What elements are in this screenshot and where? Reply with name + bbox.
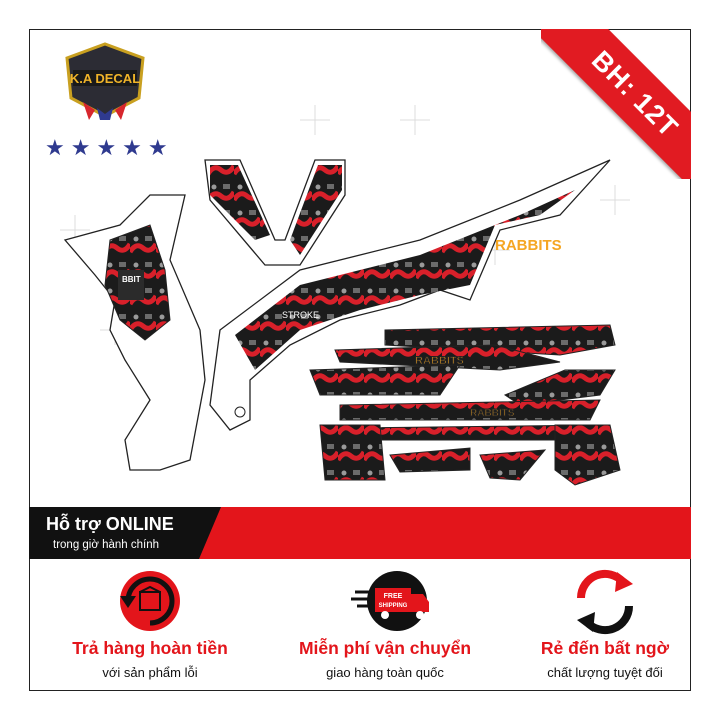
free-shipping-truck-icon: FREE SHIPPING (351, 571, 429, 631)
decal-brand-text: RABBITS (495, 237, 562, 254)
main-side-panel: RABBITS STROKE (209, 159, 611, 431)
svg-text:RABBITS: RABBITS (415, 355, 464, 367)
support-subtitle: trong giờ hành chính (53, 539, 160, 551)
feature-price-subtitle: chất lượng tuyệt đối (547, 665, 663, 680)
refresh-arrows-icon (576, 569, 634, 635)
feature-shipping-title: Miễn phí vận chuyển (298, 638, 472, 658)
feature-price-title: Rẻ đến bất ngờ (540, 638, 670, 658)
ribbon-text: BH: 12T (585, 44, 685, 144)
decal-stroke-text: STROKE (282, 310, 319, 320)
feature-shipping-subtitle: giao hàng toàn quốc (326, 665, 444, 680)
svg-text:FREE: FREE (384, 593, 403, 600)
return-box-icon (120, 571, 180, 631)
feature-return-subtitle: với sản phẩm lỗi (102, 665, 198, 680)
svg-text:BBIT: BBIT (122, 275, 141, 284)
feature-price: Rẻ đến bất ngờ chất lượng tuyệt đối (495, 568, 715, 680)
feature-shipping: FREE SHIPPING Miễn phí vận chuyển giao h… (275, 568, 495, 680)
front-nose-panel (204, 159, 346, 266)
left-side-panel: BBIT (63, 194, 206, 471)
decal-strips: RABBITS RABBITS (309, 324, 621, 486)
product-frame (29, 29, 691, 691)
feature-return-title: Trả hàng hoàn tiền (72, 638, 228, 658)
svg-text:K.A DECAL: K.A DECAL (70, 71, 140, 86)
feature-return: Trả hàng hoàn tiền với sản phẩm lỗi (40, 568, 260, 680)
brand-logo: K.A DECAL (65, 42, 145, 120)
decal-artwork: BBIT RABBITS STROKE RABBITS RABBITS (60, 105, 630, 486)
warranty-ribbon: BH: 12T (541, 29, 691, 179)
svg-text:SHIPPING: SHIPPING (379, 603, 408, 609)
svg-text:RABBITS: RABBITS (470, 408, 515, 419)
rating-stars: ★★★★★ (45, 135, 174, 160)
support-title: Hỗ trợ ONLINE (46, 514, 174, 534)
